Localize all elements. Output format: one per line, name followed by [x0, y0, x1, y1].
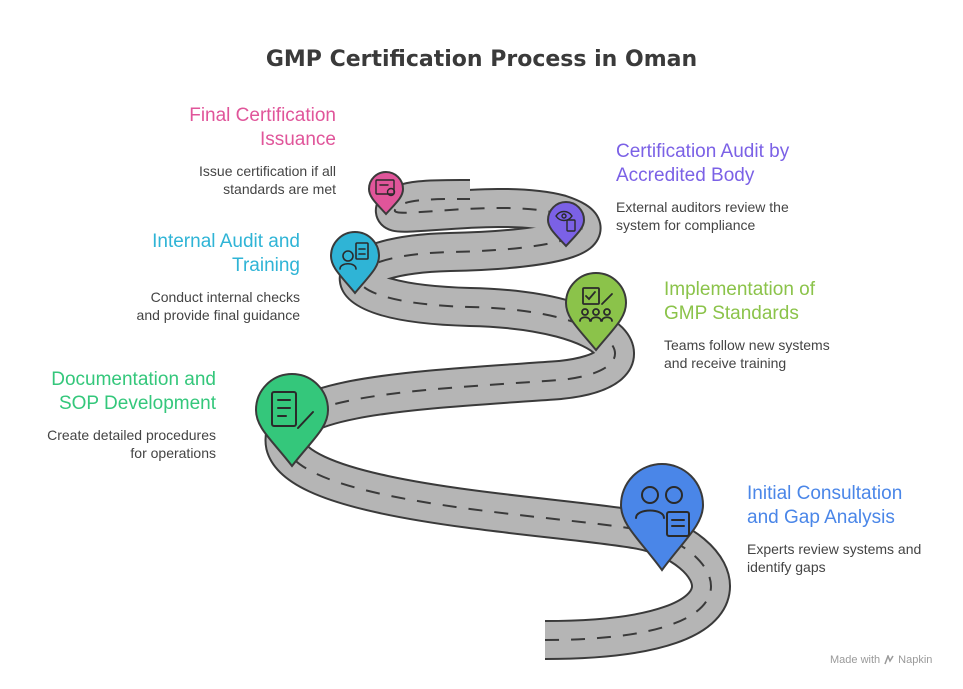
team-checklist-icon [579, 287, 613, 322]
step-1-title-line1: Initial Consultation [747, 483, 903, 504]
step-2-title-line2: SOP Development [58, 393, 216, 414]
step-4-title: Internal Audit and Training [0, 230, 300, 278]
step-5-pin [546, 201, 586, 248]
winding-road [264, 178, 731, 660]
step-2-title-line1: Documentation and [51, 369, 216, 390]
step-3-desc-line1: Teams follow new systems [664, 337, 830, 353]
step-5-title: Certification Audit by Accredited Body [616, 140, 789, 188]
page-title: GMP Certification Process in Oman [265, 47, 698, 72]
step-1-title: Initial Consultation and Gap Analysis [747, 482, 902, 530]
napkin-watermark: Made with Napkin [830, 654, 932, 666]
step-6-title-line1: Final Certification [189, 105, 336, 126]
step-6-title-line2: Issuance [259, 129, 336, 150]
road-surface [266, 180, 729, 658]
napkin-logo-icon [884, 655, 894, 665]
step-1-desc-line2: identify gaps [747, 559, 826, 575]
step-2-desc-line2: for operations [130, 445, 216, 461]
step-4-description: Conduct internal checks and provide fina… [0, 288, 300, 324]
step-4-desc-line1: Conduct internal checks [150, 289, 300, 305]
step-3-title-line2: GMP Standards [664, 303, 799, 324]
step-1-pin [619, 463, 705, 572]
step-3-title-line1: Implementation of [664, 279, 816, 300]
step-3-pin [564, 272, 628, 352]
document-edit-icon [271, 391, 314, 429]
step-4-title-line1: Internal Audit and [152, 231, 300, 252]
step-4-desc-line2: and provide final guidance [136, 307, 300, 323]
made-with-label: Made with [830, 654, 881, 666]
auditor-clipboard-icon [339, 242, 369, 270]
certificate-icon [375, 179, 396, 197]
step-2-desc-line1: Create detailed procedures [47, 427, 216, 443]
step-4-title-line2: Training [232, 255, 300, 276]
step-6-title: Final Certification Issuance [0, 104, 336, 152]
step-1-desc-line1: Experts review systems and [747, 541, 922, 557]
consultation-icon [635, 486, 690, 537]
step-5-title-line2: Accredited Body [616, 165, 755, 186]
step-6-pin [367, 171, 405, 216]
step-6-desc-line1: Issue certification if all [199, 163, 336, 179]
step-1-title-line2: and Gap Analysis [747, 507, 895, 528]
step-5-title-line1: Certification Audit by [616, 141, 790, 162]
step-5-desc-line2: system for compliance [616, 217, 756, 233]
step-6-desc-line2: standards are met [223, 181, 336, 197]
napkin-brand-label: Napkin [898, 654, 933, 666]
step-5-description: External auditors review the system for … [616, 198, 789, 234]
step-2-title: Documentation and SOP Development [0, 368, 216, 416]
step-3-desc-line2: and receive training [664, 355, 787, 371]
step-6-description: Issue certification if all standards are… [0, 162, 336, 198]
step-1-description: Experts review systems and identify gaps [747, 540, 921, 576]
step-3-title: Implementation of GMP Standards [664, 278, 815, 326]
step-4-pin [329, 231, 381, 295]
step-2-pin [254, 373, 330, 468]
eye-clipboard-icon [555, 210, 576, 232]
step-2-description: Create detailed procedures for operation… [0, 426, 216, 462]
step-3-description: Teams follow new systems and receive tra… [664, 336, 830, 372]
step-5-desc-line1: External auditors review the [616, 199, 789, 215]
